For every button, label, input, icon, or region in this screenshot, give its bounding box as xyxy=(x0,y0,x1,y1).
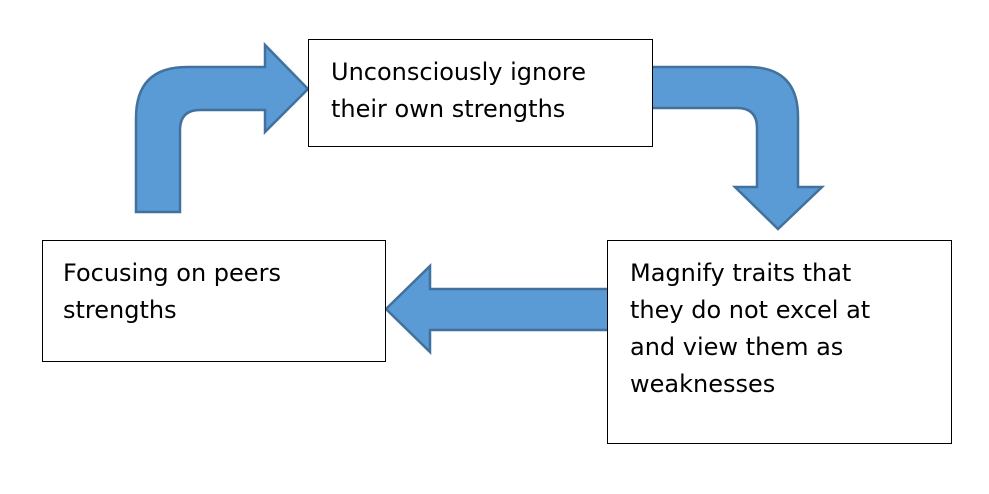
arrow-right-to-left-icon xyxy=(384,263,614,355)
node-text-line: Focusing on peers xyxy=(63,259,281,287)
node-focusing-peers-strengths: Focusing on peers strengths xyxy=(42,240,386,362)
bent-arrow-top-to-right-icon xyxy=(649,65,826,231)
node-text-line: Unconsciously ignore xyxy=(331,58,587,86)
node-magnify-weaknesses: Magnify traits that they do not excel at… xyxy=(607,240,952,444)
node-text-line: weaknesses xyxy=(630,370,776,398)
bent-arrow-left-to-top-icon xyxy=(134,41,310,214)
node-text-line: and view them as xyxy=(630,333,844,361)
node-text-line: they do not excel at xyxy=(630,296,871,324)
node-text-line: Magnify traits that xyxy=(630,259,852,287)
node-ignore-own-strengths: Unconsciously ignore their own strengths xyxy=(308,39,653,147)
node-text-line: strengths xyxy=(63,296,177,324)
node-text-line: their own strengths xyxy=(331,95,566,123)
